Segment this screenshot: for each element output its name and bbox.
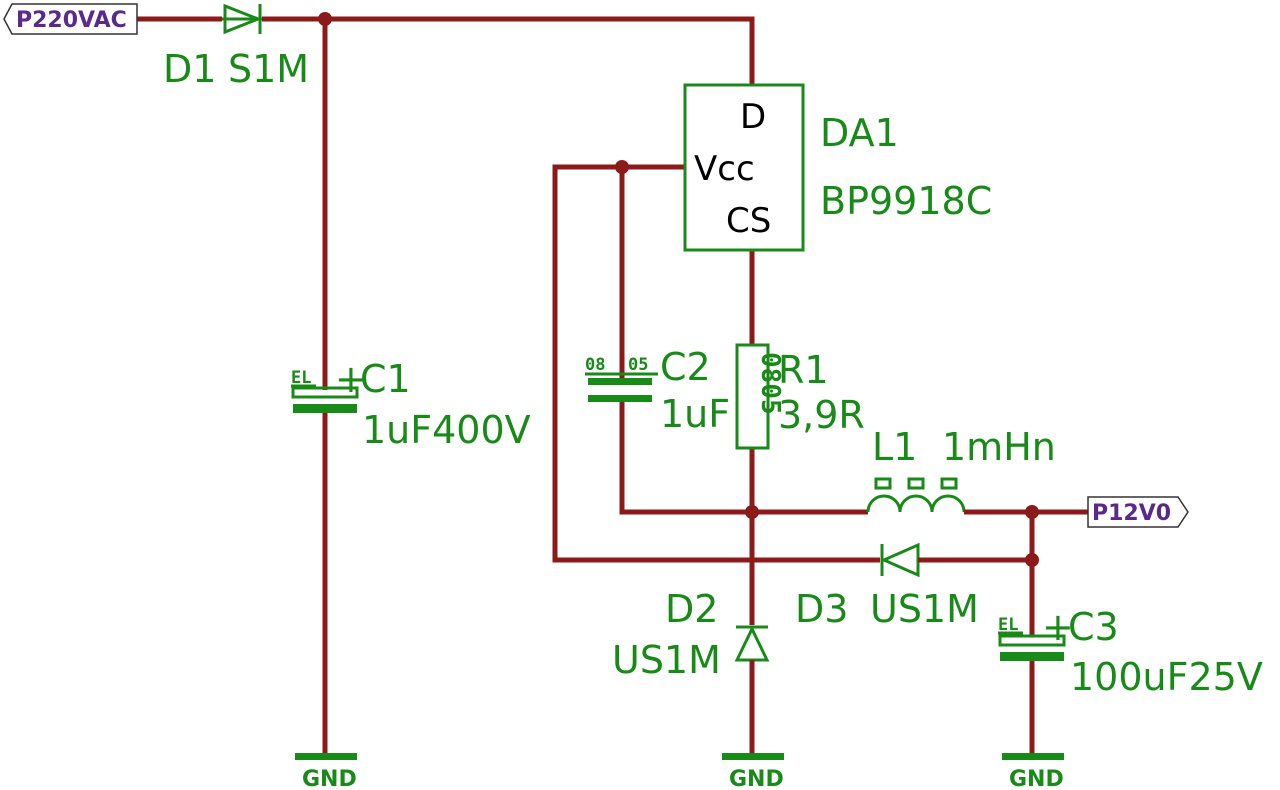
net-label-input: P220VAC [3, 3, 138, 35]
resistor-r1-pkg: 0805 [755, 352, 785, 415]
ground-2: GND [722, 753, 784, 790]
wire-c2-bottom [619, 430, 835, 515]
capacitor-c3-value: 100uF25V [1070, 655, 1263, 699]
capacitor-c2-plate-top [588, 378, 652, 385]
wires [137, 16, 1088, 755]
inductor-l1-mark [907, 477, 925, 490]
resistor-r1: 0805 R1 3,9R [735, 343, 865, 450]
net-label-output-text: P12V0 [1092, 501, 1171, 526]
inductor-l1-mark [874, 477, 892, 490]
diode-d2-value: US1M [612, 638, 721, 682]
net-label-input-box [3, 3, 138, 35]
diode-d2-body [734, 625, 770, 662]
capacitor-c1-plate-neg [293, 404, 357, 413]
junction-dot [1025, 505, 1039, 519]
capacitor-c1-type: EL [291, 368, 311, 388]
net-label-output: P12V0 [1087, 496, 1189, 528]
capacitor-c2-value: 1uF [660, 392, 730, 436]
capacitor-c2-pkg-right: 05 [628, 355, 648, 375]
ic-da1-value: BP9918C [820, 179, 992, 223]
diode-d3-value: US1M [870, 587, 979, 631]
ground-1: GND [295, 753, 357, 790]
ic-da1-pin-vcc: Vcc [694, 149, 755, 189]
diode-d1-value: S1M [228, 47, 309, 91]
ground-label: GND [729, 767, 784, 790]
inductor-l1-value: 1mHn [942, 425, 1056, 469]
inductor-l1-coil [866, 494, 966, 513]
inductor-l1-ref: L1 [872, 425, 917, 469]
capacitor-c3-plate-pos [998, 634, 1066, 647]
ic-da1-ref: DA1 [820, 111, 899, 155]
capacitor-c3-type: EL [998, 615, 1018, 635]
diode-d3-body [880, 542, 920, 578]
ground-symbol [295, 753, 357, 760]
diode-d2-ref: D2 [665, 587, 718, 631]
capacitor-c1: EL + C1 1uF400V [291, 340, 531, 452]
junction-dot [745, 505, 759, 519]
inductor-l1: L1 1mHn [835, 425, 1056, 515]
capacitor-c3: EL + C3 100uF25V [998, 600, 1263, 699]
capacitor-c3-ref: C3 [1068, 605, 1119, 649]
capacitor-c1-polarity: + [335, 357, 367, 401]
junction-dot [318, 12, 332, 26]
ic-da1-body [683, 83, 805, 252]
diode-d1: D1 S1M [163, 3, 309, 91]
wire-vcc-left [552, 164, 855, 563]
ground-symbol [1002, 753, 1064, 760]
junction-dot [1025, 553, 1039, 567]
ic-da1-pin-d: D [740, 97, 766, 137]
junction-dot [615, 160, 629, 174]
capacitor-c2: 08 05 C2 1uF [585, 340, 730, 436]
capacitor-c1-plate-pos [291, 386, 359, 399]
ic-da1-pin-cs: CS [726, 201, 771, 241]
diode-d3: D3 US1M [795, 542, 979, 631]
ground-label: GND [302, 767, 357, 790]
wire-d1-to-da1 [262, 16, 755, 55]
capacitor-c3-plate-neg [1000, 652, 1064, 661]
resistor-r1-value: 3,9R [778, 393, 865, 437]
ground-symbol [722, 753, 784, 760]
capacitor-c1-value: 1uF400V [362, 408, 531, 452]
resistor-r1-body [735, 343, 770, 450]
net-label-input-text: P220VAC [16, 8, 127, 33]
diode-d1-ref: D1 [163, 47, 216, 91]
diode-d2: D2 US1M [612, 587, 770, 682]
ground-label: GND [1009, 767, 1064, 790]
capacitor-c2-pkg-left: 08 [585, 355, 605, 375]
capacitor-c2-ref: C2 [660, 345, 711, 389]
capacitor-c3-polarity: + [1042, 605, 1074, 649]
resistor-r1-ref: R1 [778, 348, 829, 392]
junctions [318, 12, 1039, 567]
ic-da1: D Vcc CS DA1 BP9918C [683, 83, 992, 252]
diode-d3-ref: D3 [795, 587, 848, 631]
inductor-l1-mark [940, 477, 958, 490]
net-label-output-box [1087, 496, 1189, 528]
capacitor-c2-plate-bottom [588, 395, 652, 402]
ground-3: GND [1002, 753, 1064, 790]
capacitor-c1-ref: C1 [360, 357, 411, 401]
